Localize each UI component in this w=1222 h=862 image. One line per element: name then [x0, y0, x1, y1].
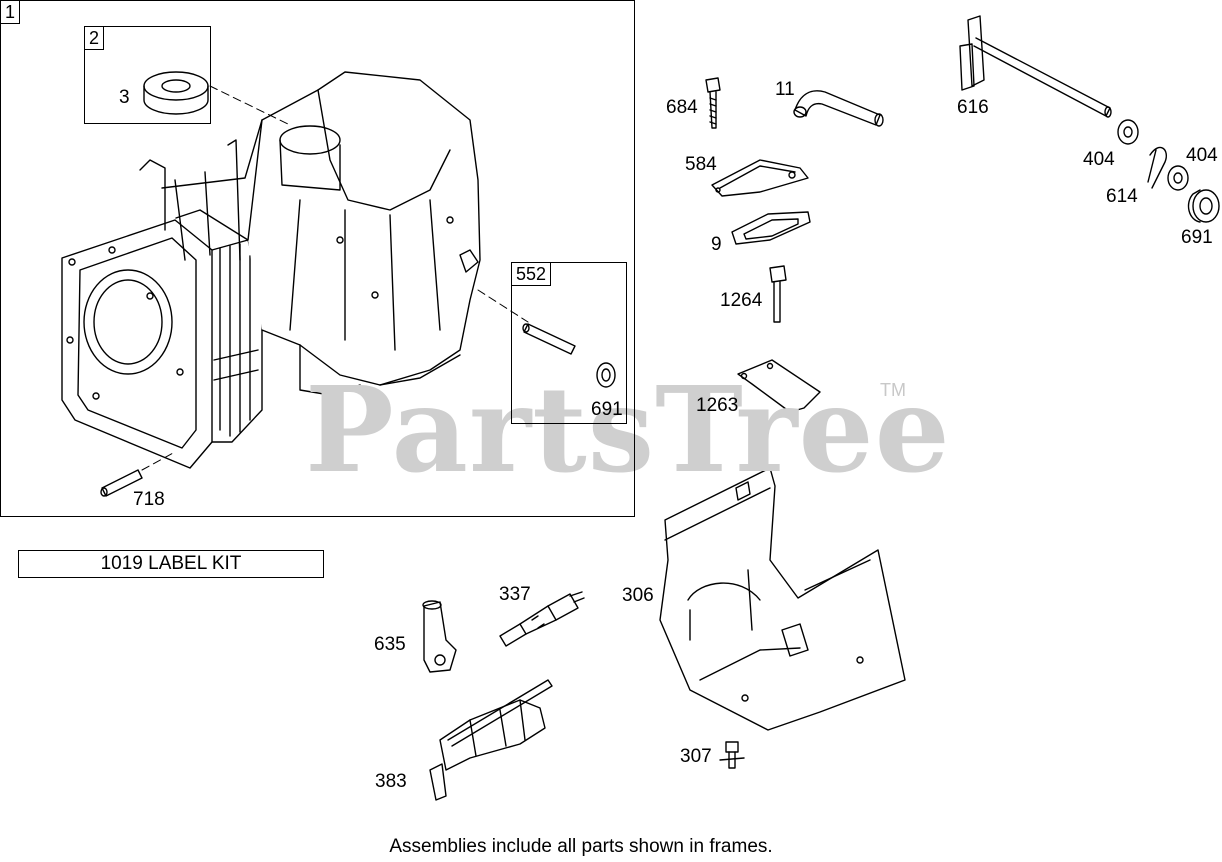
bolt-684-drawing [705, 77, 721, 129]
oil-seal-drawing [143, 71, 209, 115]
assembly-tag-1: 1 [1, 1, 21, 24]
hairpin-614-drawing [1147, 146, 1167, 189]
main-assembly-frame: 1 [0, 0, 635, 517]
pin-kit-frame: 552 [511, 262, 627, 424]
part-label-307[interactable]: 307 [680, 746, 712, 767]
part-label-684[interactable]: 684 [666, 97, 698, 118]
screw-307-drawing [719, 741, 745, 769]
part-label-11[interactable]: 11 [775, 79, 795, 100]
wrench-383-drawing [429, 679, 553, 801]
governor-shaft-616-drawing [959, 15, 1112, 118]
part-label-306[interactable]: 306 [622, 585, 654, 606]
seal-691-drawing [1187, 189, 1220, 223]
part-label-337[interactable]: 337 [499, 584, 531, 605]
assemblies-footnote: Assemblies include all parts shown in fr… [389, 836, 773, 857]
part-label-691-frame[interactable]: 691 [591, 399, 623, 420]
part-label-383[interactable]: 383 [375, 771, 407, 792]
dowel-pin-drawing [522, 323, 616, 388]
trademark-symbol: TM [880, 380, 906, 400]
spark-plug-337-drawing [499, 591, 585, 647]
part-label-1263[interactable]: 1263 [696, 395, 739, 416]
part-label-691[interactable]: 691 [1181, 227, 1213, 248]
part-label-614[interactable]: 614 [1106, 186, 1138, 207]
part-label-635[interactable]: 635 [374, 634, 406, 655]
spark-boot-635-drawing [422, 600, 457, 673]
part-label-3[interactable]: 3 [119, 87, 130, 108]
plate-1263-drawing [737, 359, 821, 413]
breather-tube-11-drawing [793, 90, 884, 127]
part-label-9[interactable]: 9 [711, 234, 722, 255]
part-label-404-a[interactable]: 404 [1083, 149, 1115, 170]
part-label-718[interactable]: 718 [133, 489, 165, 510]
part-label-584[interactable]: 584 [685, 154, 717, 175]
blower-housing-306-drawing [659, 467, 906, 731]
part-label-404-b[interactable]: 404 [1186, 145, 1218, 166]
bolt-1264-drawing [769, 265, 787, 323]
assembly-tag-552: 552 [512, 263, 552, 286]
part-label-616[interactable]: 616 [957, 97, 989, 118]
label-kit-box[interactable]: 1019 LABEL KIT [18, 550, 324, 578]
leader-line [477, 289, 529, 323]
leader-line [141, 451, 176, 471]
cylinder-block-drawing [61, 71, 481, 469]
seal-kit-frame: 2 [84, 26, 211, 124]
leader-line [209, 85, 291, 126]
pin-718-drawing [100, 469, 143, 497]
parts-tree-watermark: PartsTree [305, 360, 951, 499]
part-label-1264[interactable]: 1264 [720, 290, 763, 311]
washer-404-drawing [1117, 119, 1189, 191]
cover-584-drawing [711, 159, 809, 197]
assembly-tag-2: 2 [85, 27, 105, 50]
gasket-9-drawing [731, 211, 811, 245]
